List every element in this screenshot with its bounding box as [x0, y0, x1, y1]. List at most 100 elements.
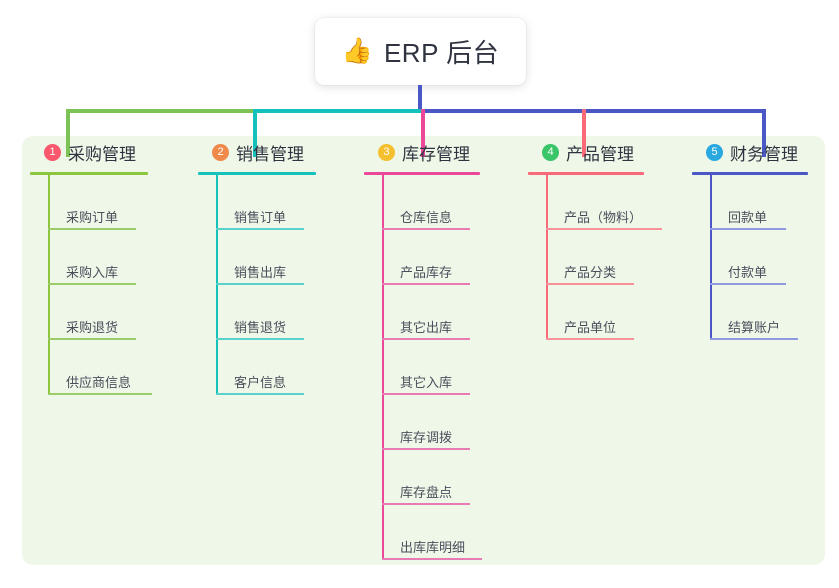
branch-underline-inventory	[364, 172, 480, 175]
menu-item-underline	[382, 558, 482, 560]
menu-item-underline	[546, 283, 634, 285]
branch-product[interactable]: 4 产品管理产品（物料） 产品分类产品单位	[528, 140, 662, 340]
menu-item-label: 付款单	[728, 265, 768, 280]
menu-item-label: 产品（物料）	[564, 210, 643, 225]
drop-purchase	[66, 109, 70, 157]
menu-item[interactable]: 付款单	[710, 230, 808, 285]
menu-item-label: 仓库信息	[400, 210, 453, 225]
menu-item[interactable]: 仓库信息	[382, 175, 480, 230]
menu-item[interactable]: 销售出库	[216, 230, 316, 285]
menu-item-underline	[382, 448, 470, 450]
root-trunk-connector	[418, 85, 422, 111]
menu-item-label: 其它出库	[400, 320, 453, 335]
menu-item-label: 其它入库	[400, 375, 453, 390]
menu-item[interactable]: 供应商信息	[48, 340, 152, 395]
menu-item-label: 采购入库	[66, 265, 119, 280]
branch-title-inventory: 库存管理	[402, 144, 470, 164]
branch-items-sales: 销售订单销售出库销售退货客户信息	[198, 175, 316, 395]
branch-badge-sales: 2	[212, 143, 229, 161]
branch-title-sales: 销售管理	[236, 144, 304, 164]
menu-item-underline	[710, 283, 786, 285]
branch-underline-purchase	[30, 172, 148, 175]
menu-item-underline	[382, 503, 470, 505]
branch-items-inventory: 仓库信息产品库存其它出库其它入库库存调拨库存盘点出库库明细	[364, 175, 482, 560]
branch-spine-sales	[216, 175, 218, 395]
menu-item-label: 采购退货	[66, 320, 119, 335]
menu-item[interactable]: 结算账户	[710, 285, 808, 340]
menu-item-label: 销售出库	[234, 265, 287, 280]
branch-underline-sales	[198, 172, 316, 175]
menu-item[interactable]: 产品（物料）	[546, 175, 662, 230]
menu-item-underline	[382, 393, 470, 395]
menu-item[interactable]: 回款单	[710, 175, 808, 230]
branch-header-inventory[interactable]: 3 库存管理	[364, 140, 480, 164]
branch-items-purchase: 采购订单采购入库采购退货供应商信息	[30, 175, 152, 395]
menu-item-label: 出库库明细	[400, 540, 466, 555]
menu-item-label: 产品单位	[564, 320, 617, 335]
menu-item[interactable]: 其它入库	[382, 340, 480, 395]
drop-sales	[253, 109, 257, 157]
menu-item[interactable]: 库存盘点	[382, 450, 480, 505]
menu-item-underline	[48, 393, 152, 395]
menu-item-underline	[382, 228, 470, 230]
branch-spine-inventory	[382, 175, 384, 560]
menu-item-label: 回款单	[728, 210, 768, 225]
menu-item-label: 产品库存	[400, 265, 453, 280]
menu-item[interactable]: 客户信息	[216, 340, 316, 395]
root-node-title: ERP 后台	[383, 38, 500, 68]
menu-item-label: 销售订单	[234, 210, 287, 225]
branch-header-sales[interactable]: 2 销售管理	[198, 140, 316, 164]
menu-item[interactable]: 其它出库	[382, 285, 480, 340]
branch-badge-product: 4	[542, 143, 559, 161]
branch-spine-purchase	[48, 175, 50, 395]
branch-inventory[interactable]: 3 库存管理仓库信息产品库存其它出库其它入库库存调拨库存盘点出库库明细	[364, 140, 482, 560]
branch-header-product[interactable]: 4 产品管理	[528, 140, 644, 164]
branch-title-purchase: 采购管理	[68, 144, 136, 164]
bus-segment-green	[66, 109, 254, 113]
menu-item-underline	[382, 283, 470, 285]
menu-item-underline	[48, 283, 136, 285]
menu-item[interactable]: 产品单位	[546, 285, 644, 340]
menu-item-label: 库存盘点	[400, 485, 453, 500]
menu-item[interactable]: 产品库存	[382, 230, 480, 285]
menu-item-label: 客户信息	[234, 375, 287, 390]
branch-title-product: 产品管理	[566, 144, 634, 164]
menu-item[interactable]: 库存调拨	[382, 395, 480, 450]
menu-item-underline	[710, 228, 786, 230]
branch-items-finance: 回款单付款单结算账户	[692, 175, 808, 340]
menu-item-underline	[382, 338, 470, 340]
bus-segment-teal	[253, 109, 423, 113]
root-node-erp-backend[interactable]: 👍 ERP 后台	[315, 18, 526, 85]
menu-item-label: 销售退货	[234, 320, 287, 335]
menu-item[interactable]: 采购入库	[48, 230, 148, 285]
menu-item-underline	[710, 338, 798, 340]
branch-title-finance: 财务管理	[730, 144, 798, 164]
menu-item[interactable]: 销售订单	[216, 175, 316, 230]
menu-item[interactable]: 出库库明细	[382, 505, 482, 560]
menu-item[interactable]: 采购退货	[48, 285, 148, 340]
drop-inventory	[421, 109, 425, 157]
thumbs-up-icon: 👍	[341, 37, 373, 65]
menu-item[interactable]: 产品分类	[546, 230, 644, 285]
branch-badge-inventory: 3	[378, 143, 395, 161]
branch-items-product: 产品（物料） 产品分类产品单位	[528, 175, 662, 340]
branch-spine-product	[546, 175, 548, 340]
branches-panel	[22, 136, 825, 565]
branch-underline-finance	[692, 172, 808, 175]
menu-item[interactable]: 销售退货	[216, 285, 316, 340]
menu-item-underline	[48, 338, 136, 340]
menu-item-underline	[48, 228, 136, 230]
bus-segment-blue	[421, 109, 766, 113]
menu-item-underline	[216, 393, 304, 395]
menu-item-label: 采购订单	[66, 210, 119, 225]
menu-item-underline	[546, 338, 634, 340]
menu-item[interactable]: 采购订单	[48, 175, 148, 230]
menu-item-underline	[216, 338, 304, 340]
menu-item-label: 产品分类	[564, 265, 617, 280]
branch-sales[interactable]: 2 销售管理销售订单销售出库销售退货客户信息	[198, 140, 316, 395]
